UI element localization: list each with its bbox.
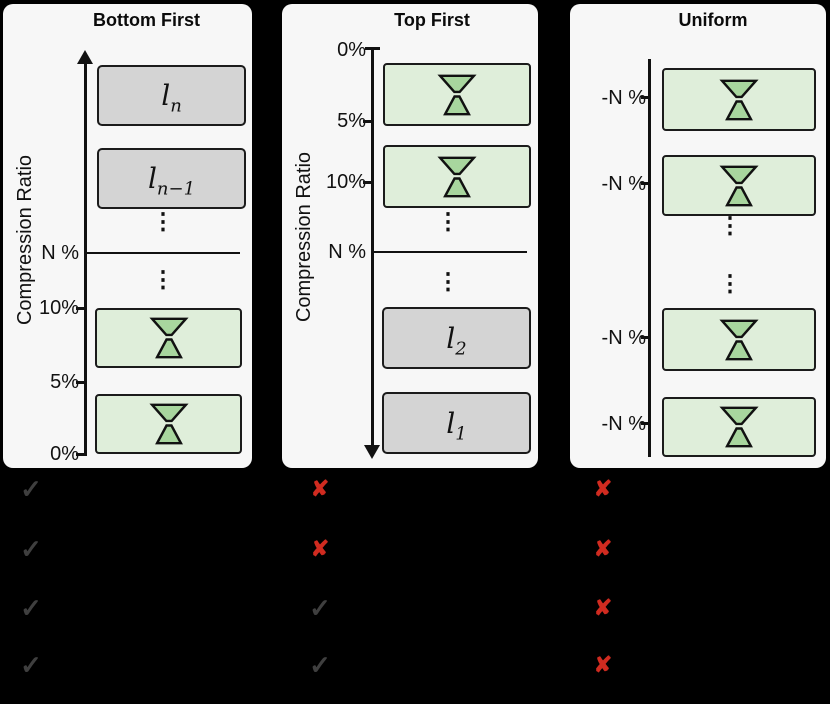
tick-label-5: 5% [337, 110, 366, 132]
ellipsis-vertical: ⋮ [436, 268, 460, 294]
ellipsis-vertical: ⋮ [718, 270, 742, 296]
axis-arrowhead-up-icon [77, 50, 93, 64]
tick-label-5: 5% [50, 371, 79, 393]
compressed-layer-box [95, 308, 242, 368]
tick-label-minus-n: -N % [601, 413, 646, 435]
panel-title: Bottom First [93, 10, 200, 30]
compressed-layer-box [95, 394, 242, 454]
tick-label-n: N % [41, 242, 79, 264]
layer-box-l1: l1 [382, 392, 531, 454]
layer-label-sub: 1 [455, 423, 467, 445]
compressed-layer-box [383, 145, 531, 208]
mark-row3-bottom-first: ✓ [20, 593, 42, 623]
tick-5 [363, 120, 372, 123]
hourglass-icon [719, 406, 759, 448]
axis-line [648, 59, 651, 457]
hourglass-icon [719, 79, 759, 120]
layer-box-ln: ln [97, 65, 246, 126]
panel-title: Top First [394, 10, 470, 30]
compressed-layer-box [662, 308, 816, 371]
tick-label-0: 0% [50, 443, 79, 465]
tick-label-minus-n: -N % [601, 173, 646, 195]
compressed-layer-box [662, 155, 816, 216]
hourglass-icon [437, 74, 477, 115]
layer-label: l1 [446, 406, 466, 443]
mark-row2-bottom-first: ✓ [20, 534, 42, 564]
tick-label-10: 10% [325, 171, 366, 193]
axis-line [84, 62, 87, 456]
mark-row4-bottom-first: ✓ [20, 650, 42, 680]
hourglass-icon [148, 317, 189, 359]
layer-label-base: l [446, 406, 456, 440]
layer-label: ln−1 [147, 162, 195, 198]
compressed-layer-box [662, 397, 816, 457]
mark-row1-top-first: ✘ [310, 476, 330, 501]
tick-4 [641, 422, 650, 425]
layer-label: ln [161, 79, 182, 115]
ellipsis-vertical: ⋮ [436, 208, 460, 234]
tick-0 [76, 453, 85, 456]
tick-label-0: 0% [337, 39, 366, 61]
mark-row2-uniform: ✘ [593, 536, 613, 561]
mark-row2-top-first: ✘ [310, 536, 330, 561]
tick-label-minus-n: -N % [601, 87, 646, 109]
layer-label-sub: 2 [455, 338, 467, 360]
hourglass-icon [437, 156, 477, 197]
ellipsis-vertical: ⋮ [151, 208, 175, 234]
axis-line [371, 48, 374, 445]
layer-label-base: l [161, 79, 171, 112]
tick-5 [76, 381, 85, 384]
mark-row3-top-first: ✓ [309, 593, 331, 623]
tick-2 [641, 182, 650, 185]
tick-10 [76, 307, 85, 310]
mark-row4-top-first: ✓ [309, 650, 331, 680]
hourglass-icon [719, 319, 759, 360]
mark-row4-uniform: ✘ [593, 652, 613, 677]
tick-10 [363, 181, 372, 184]
layer-box-ln-1: ln−1 [97, 148, 246, 209]
panel-title: Uniform [678, 10, 748, 30]
threshold-line [372, 251, 527, 253]
compressed-layer-box [662, 68, 816, 131]
panel-uniform: Uniform -N % -N % -N % -N % ⋮ ⋮ [570, 4, 826, 468]
compressed-layer-box [383, 63, 531, 126]
layer-label-base: l [446, 321, 456, 355]
mark-row3-uniform: ✘ [593, 595, 613, 620]
mark-row1-bottom-first: ✓ [20, 474, 42, 504]
axis-arrowhead-down-icon [364, 445, 380, 459]
panel-top-first: Top First Compression Ratio 0% 5% 10% N … [282, 4, 538, 468]
layer-label-sub: n−1 [156, 178, 196, 200]
ellipsis-vertical: ⋮ [718, 212, 742, 238]
threshold-line [85, 252, 240, 254]
layer-label: l2 [446, 321, 466, 358]
hourglass-icon [148, 403, 189, 445]
mark-row1-uniform: ✘ [593, 476, 613, 501]
layer-label-base: l [147, 162, 157, 195]
panel-bottom-first: Bottom First Compression Ratio N % 10% 5… [3, 4, 252, 468]
tick-label-10: 10% [38, 297, 79, 319]
tick-label-minus-n: -N % [601, 327, 646, 349]
tick-1 [641, 96, 650, 99]
y-axis-label: Compression Ratio [293, 151, 315, 323]
ellipsis-vertical: ⋮ [151, 266, 175, 292]
layer-box-l2: l2 [382, 307, 531, 369]
hourglass-icon [719, 165, 759, 206]
layer-label-sub: n [170, 95, 182, 117]
tick-label-n: N % [328, 241, 366, 263]
tick-3 [641, 336, 650, 339]
